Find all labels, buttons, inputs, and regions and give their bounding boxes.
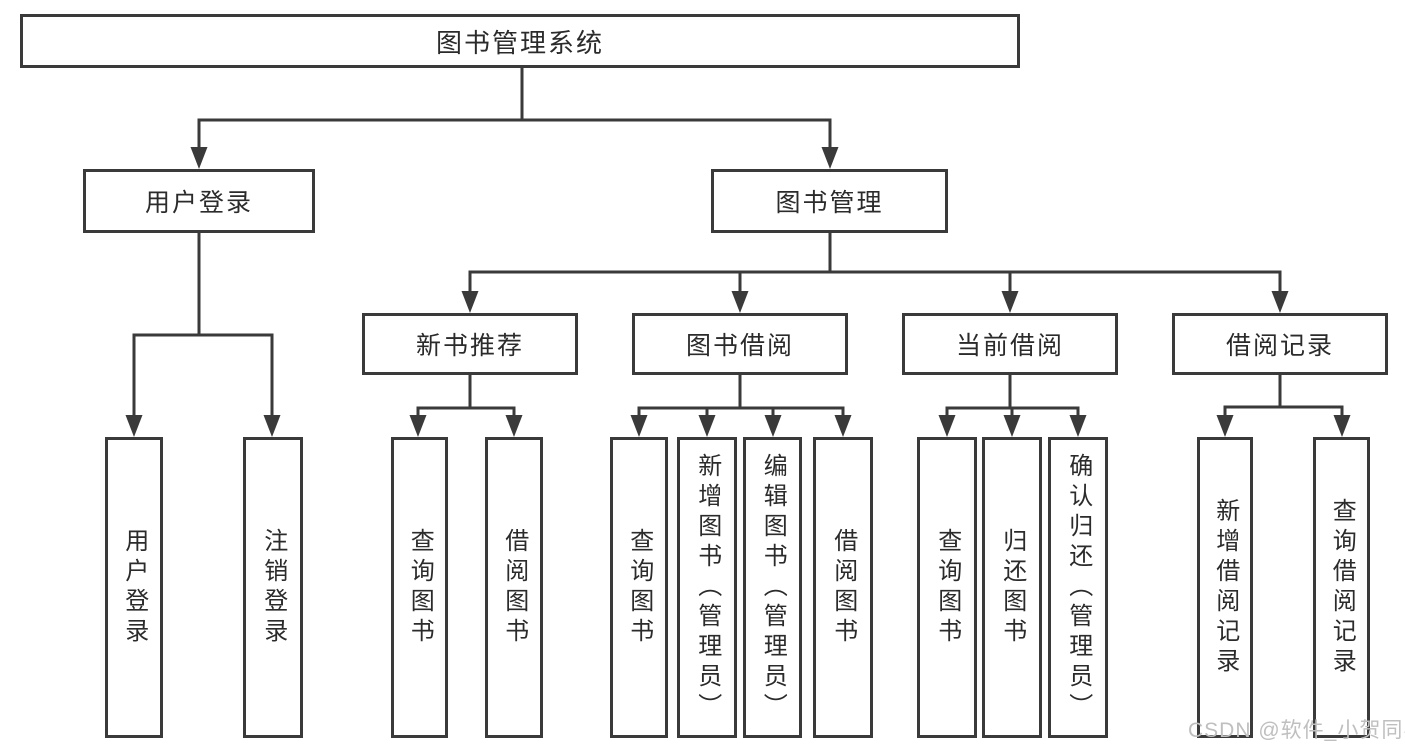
leaf-nbr-query-books: 查询图书: [391, 437, 448, 738]
leaf-bb-borrow-books: 借阅图书: [813, 437, 873, 738]
leaf-cb-confirm-return-admin: 确认归还（管理员）: [1048, 437, 1108, 738]
node-user-login-label: 用户登录: [144, 189, 253, 217]
node-book-borrowing: 图书借阅: [632, 313, 848, 375]
node-book-borrowing-label: 图书借阅: [685, 332, 794, 360]
leaf-user-login: 用户登录: [105, 437, 163, 738]
node-borrowing-records-label: 借阅记录: [1225, 332, 1334, 360]
node-book-management: 图书管理: [711, 169, 948, 233]
leaf-logout: 注销登录: [243, 437, 303, 738]
leaf-cb-query-books: 查询图书: [917, 437, 977, 738]
watermark: CSDN @软件_小贺同学: [1188, 719, 1405, 742]
node-current-borrowing-label: 当前借阅: [955, 332, 1064, 360]
node-library-system: 图书管理系统: [20, 14, 1020, 68]
node-book-management-label: 图书管理: [775, 189, 884, 217]
node-borrowing-records: 借阅记录: [1172, 313, 1388, 375]
leaf-nbr-borrow-books: 借阅图书: [485, 437, 543, 738]
leaf-bb-edit-books-admin: 编辑图书（管理员）: [743, 437, 802, 738]
leaf-cb-return-books: 归还图书: [982, 437, 1042, 738]
node-library-system-label: 图书管理系统: [435, 27, 604, 58]
node-user-login: 用户登录: [83, 169, 315, 233]
node-new-book-recommendation: 新书推荐: [362, 313, 578, 375]
leaf-bb-add-books-admin: 新增图书（管理员）: [677, 437, 737, 738]
node-new-book-recommendation-label: 新书推荐: [415, 332, 524, 360]
node-current-borrowing: 当前借阅: [902, 313, 1118, 375]
leaf-br-add-record: 新增借阅记录: [1197, 437, 1253, 738]
leaf-br-query-record: 查询借阅记录: [1313, 437, 1370, 738]
leaf-bb-query-books: 查询图书: [610, 437, 668, 738]
